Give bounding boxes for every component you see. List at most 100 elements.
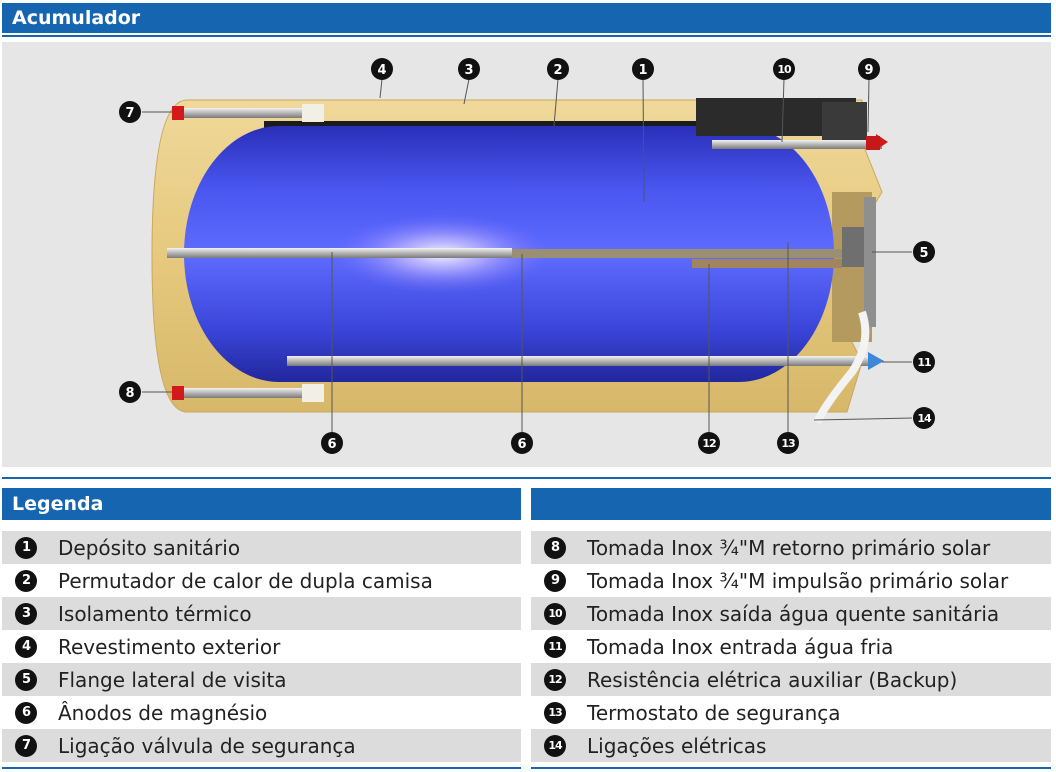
legend-item-4: 4 Revestimento exterior: [2, 630, 521, 663]
tank-illustration: 4 3 2 1 10 9 7 5 11 8 14 6 6 12 13: [119, 58, 935, 454]
flange-bolts: [842, 227, 864, 267]
diagram-bottom-line: [2, 477, 1051, 479]
legend-item-9: 9 Tomada Inox ¾"M impulsão primário sola…: [531, 564, 1051, 597]
callout-11-badge: 11: [913, 351, 935, 373]
legend-text-2: Permutador de calor de dupla camisa: [58, 568, 433, 593]
callout-1-badge: 1: [632, 58, 654, 80]
electric-cable: [813, 310, 870, 424]
legend-badge-13: 13: [544, 701, 566, 724]
callout-3-badge: 3: [458, 58, 480, 80]
legend-text-13: Termostato de segurança: [587, 700, 841, 725]
pipe-8-cap: [302, 384, 324, 402]
legend-left-column: 1 Depósito sanitário 2 Permutador de cal…: [2, 531, 521, 762]
legend-item-2: 2 Permutador de calor de dupla camisa: [2, 564, 521, 597]
callout-10: 10: [777, 63, 792, 76]
callout-5-badge: 5: [913, 241, 935, 263]
legend-item-11: 11 Tomada Inox entrada água fria: [531, 630, 1051, 663]
valve-7: [172, 106, 184, 120]
flange: [864, 197, 876, 327]
pipe-7-cap: [302, 104, 324, 122]
legend-item-7: 7 Ligação válvula de segurança: [2, 729, 521, 762]
callout-2-badge: 2: [547, 58, 569, 80]
legend-item-5: 5 Flange lateral de visita: [2, 663, 521, 696]
legend-badge-14: 14: [544, 734, 566, 757]
callout-4-badge: 4: [371, 58, 393, 80]
callout-14: 14: [917, 412, 932, 425]
legend-badge-8: 8: [544, 536, 566, 559]
callout-14-badge: 14: [913, 407, 935, 429]
legend-text-3: Isolamento térmico: [58, 601, 252, 626]
resistance: [692, 259, 842, 268]
legend-text-9: Tomada Inox ¾"M impulsão primário solar: [587, 568, 1009, 593]
legend-right-column: 8 Tomada Inox ¾"M retorno primário solar…: [531, 531, 1051, 762]
callout-13-badge: 13: [777, 432, 799, 454]
legend-badge-7: 7: [15, 734, 37, 757]
leader-lines: [142, 78, 913, 432]
callout-7-badge: 7: [119, 101, 141, 123]
legend-text-6: Ânodos de magnésio: [58, 700, 268, 725]
callout-12-badge: 12: [698, 432, 720, 454]
legenda-header-right: [531, 488, 1051, 520]
legend-text-11: Tomada Inox entrada água fria: [587, 634, 894, 659]
legend-item-6: 6 Ânodos de magnésio: [2, 696, 521, 729]
anode-right: [512, 249, 842, 258]
acumulador-title: Acumulador: [12, 7, 141, 29]
callout-6b: 6: [517, 437, 526, 452]
legend-badge-11: 11: [544, 635, 566, 658]
callout-3: 3: [464, 63, 473, 78]
legend-text-8: Tomada Inox ¾"M retorno primário solar: [587, 535, 991, 560]
callout-9: 9: [864, 63, 873, 78]
legend-text-5: Flange lateral de visita: [58, 667, 287, 692]
legend-text-10: Tomada Inox saída água quente sanitária: [587, 601, 1000, 626]
diagram-panel: 4 3 2 1 10 9 7 5 11 8 14 6 6 12 13: [2, 42, 1051, 467]
electric-box-side: [822, 102, 867, 144]
legend-item-13: 13 Termostato de segurança: [531, 696, 1051, 729]
legend-badge-9: 9: [544, 569, 566, 592]
callout-2: 2: [553, 63, 562, 78]
legend-bottom-rule-left: [2, 767, 521, 769]
callout-6a-badge: 6: [321, 432, 343, 454]
legend-bottom-rule-right: [531, 767, 1051, 769]
pipe-8: [182, 388, 312, 398]
callout-4: 4: [377, 63, 386, 78]
legend-text-1: Depósito sanitário: [58, 535, 241, 560]
legend-item-14: 14 Ligações elétricas: [531, 729, 1051, 762]
callout-6b-badge: 6: [511, 432, 533, 454]
legenda-title: Legenda: [12, 493, 104, 515]
anode-left: [167, 248, 512, 258]
legenda-header: Legenda: [2, 488, 521, 520]
callout-8-badge: 8: [119, 381, 141, 403]
valve-8: [172, 386, 184, 400]
legend-text-12: Resistência elétrica auxiliar (Backup): [587, 667, 958, 692]
valve-9-body: [866, 136, 880, 150]
callout-11: 11: [917, 356, 931, 369]
legend-badge-12: 12: [544, 668, 566, 691]
legend-item-12: 12 Resistência elétrica auxiliar (Backup…: [531, 663, 1051, 696]
pipe-10: [712, 140, 882, 149]
callout-5: 5: [919, 246, 928, 261]
legend-text-7: Ligação válvula de segurança: [58, 733, 356, 758]
header-underline: [2, 35, 1051, 37]
legend-text-14: Ligações elétricas: [587, 733, 767, 758]
legend-item-3: 3 Isolamento térmico: [2, 597, 521, 630]
callout-6a: 6: [327, 437, 336, 452]
valve-11: [868, 352, 884, 370]
legend-item-10: 10 Tomada Inox saída água quente sanitár…: [531, 597, 1051, 630]
pipe-7: [182, 108, 312, 118]
pipe-11: [287, 356, 872, 366]
acumulador-header: Acumulador: [2, 3, 1051, 33]
legend-badge-2: 2: [15, 569, 37, 592]
callout-13: 13: [781, 437, 795, 450]
legend-badge-5: 5: [15, 668, 37, 691]
callout-8: 8: [125, 386, 134, 401]
callout-7: 7: [125, 106, 134, 121]
legend-text-4: Revestimento exterior: [58, 634, 281, 659]
callout-1: 1: [638, 63, 647, 78]
callout-12: 12: [702, 437, 716, 450]
callout-10-badge: 10: [773, 58, 795, 80]
legend-badge-4: 4: [15, 635, 37, 658]
callout-9-badge: 9: [858, 58, 880, 80]
legend-badge-10: 10: [544, 602, 566, 625]
legend-badge-6: 6: [15, 701, 37, 724]
legend-badge-3: 3: [15, 602, 37, 625]
